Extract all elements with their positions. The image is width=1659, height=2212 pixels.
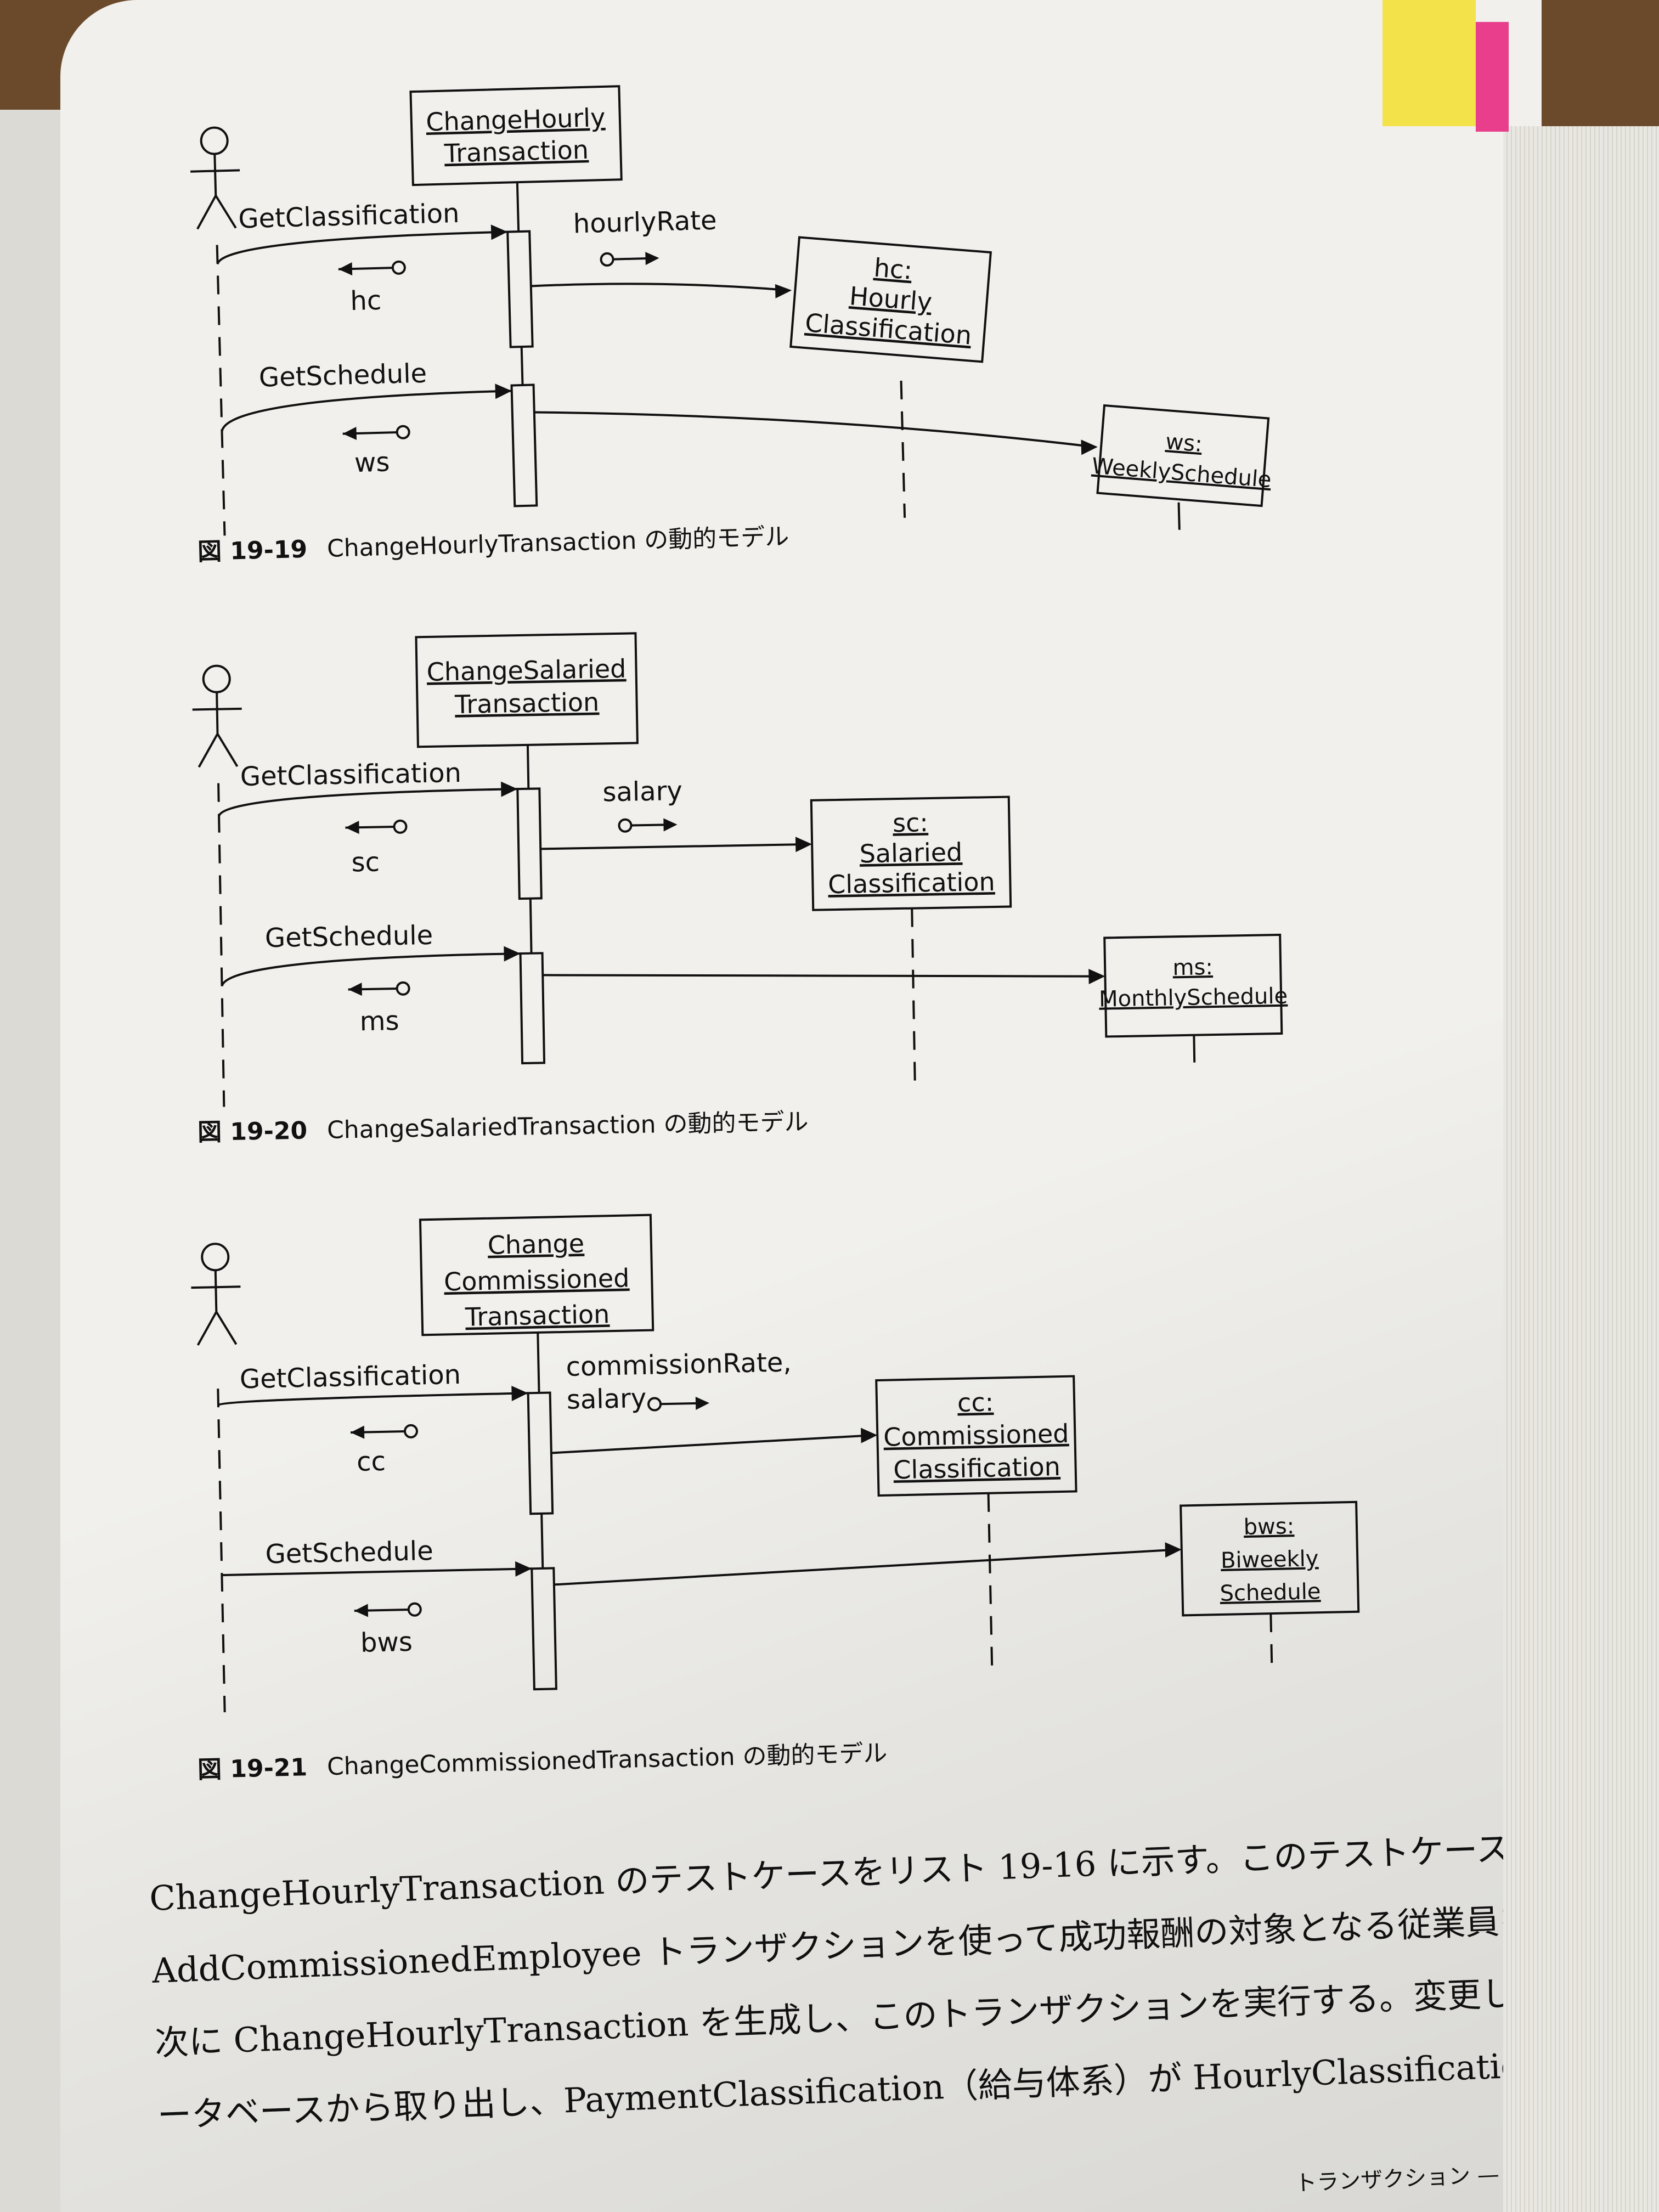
message-get-schedule: GetSchedule [265,920,433,953]
classification-object-box [789,236,992,363]
activation-bar [527,1391,554,1515]
classification-box-line-1: cc: [957,1387,994,1418]
return-value: sc [351,847,380,878]
return-value: bws [360,1627,413,1658]
actor-lifeline [216,245,226,536]
message-get-schedule: GetSchedule [258,358,427,393]
activation-bar [531,1567,557,1691]
return-value: ws [354,447,390,478]
message-get-classification: GetClassification [239,1359,461,1395]
book-page: ChangeHourly Transaction GetClassificati… [60,0,1542,2212]
parameter-label: hourlyRate [573,205,717,240]
classification-box-line-1: hc: [873,252,913,285]
schedule-box-line-1: ws: [1165,429,1203,457]
message-get-classification: GetClassification [238,198,460,235]
classification-box-line-1: sc: [893,808,929,838]
schedule-box-line-3: Schedule [1220,1579,1321,1606]
classification-box-line-2: Commissioned [883,1419,1069,1452]
figure-number: 図 19-19 [197,535,308,566]
figure-number: 図 19-20 [197,1116,308,1147]
adjacent-page [0,110,71,2212]
transaction-box-line-2: Transaction [454,687,600,720]
transaction-object-box [419,1214,654,1336]
actor-icon [190,126,240,230]
parameter-label: salary [602,776,682,808]
activation-bar [510,383,538,507]
schedule-box-line-2: MonthlySchedule [1099,984,1288,1012]
get-schedule-arrow [221,390,512,432]
message-get-classification: GetClassification [240,758,461,792]
activation-bar [519,952,546,1065]
transaction-box-line-2: Commissioned [444,1263,630,1296]
figure-caption-19-21: 図 19-21 ChangeCommissionedTransaction の動… [197,1733,888,1785]
schedule-object-box [1180,1500,1360,1617]
activation-bar [506,230,534,348]
transaction-box-line-1: ChangeSalaried [426,654,627,687]
message-get-schedule: GetSchedule [265,1536,433,1570]
classification-box-line-3: Classification [828,867,995,899]
actor-icon [191,1243,241,1346]
parameter-label: salary [566,1383,646,1415]
figure-title: ChangeCommissionedTransaction の動的モデル [326,1739,888,1781]
body-paragraph: ChangeHourlyTransaction のテストケースをリスト 19-1… [148,1812,1542,2152]
classification-box-line-3: Classification [893,1452,1060,1485]
figure-number: 図 19-21 [197,1753,308,1784]
page-stack-edges [1503,126,1659,2212]
schedule-box-line-1: ms: [1172,955,1213,980]
classification-object-box [810,795,1012,911]
actor-icon [192,664,242,768]
return-value: cc [357,1446,386,1477]
parameter-label: commissionRate, [566,1347,792,1383]
schedule-box-line-2: Biweekly [1221,1546,1319,1573]
classification-object-box [875,1375,1077,1497]
classification-box-line-2: Salaried [859,837,962,868]
sequence-diagram-19-19: ChangeHourly Transaction GetClassificati… [190,85,1272,536]
sticky-note-tab [1476,22,1509,132]
sequence-diagram-19-20: ChangeSalaried Transaction GetClassifica… [192,632,1288,1107]
classification-box-line-2: Hourly [848,281,933,317]
schedule-object-box [1096,404,1270,507]
transaction-box-line-3: Transaction [465,1299,610,1332]
transaction-box-line-1: Change [487,1228,584,1260]
activation-bar [516,787,543,900]
return-value: ms [359,1006,399,1037]
sticky-note-tab [1383,0,1476,126]
transaction-box-line-2: Transaction [443,135,589,168]
transaction-object-box [415,632,639,748]
transaction-box-line-1: ChangeHourly [426,103,606,137]
schedule-box-line-1: bws: [1243,1514,1294,1540]
sequence-diagram-19-21: Change Commissioned Transaction GetClass… [191,1214,1360,1713]
get-classification-arrow [216,230,508,265]
return-value: hc [350,285,382,317]
